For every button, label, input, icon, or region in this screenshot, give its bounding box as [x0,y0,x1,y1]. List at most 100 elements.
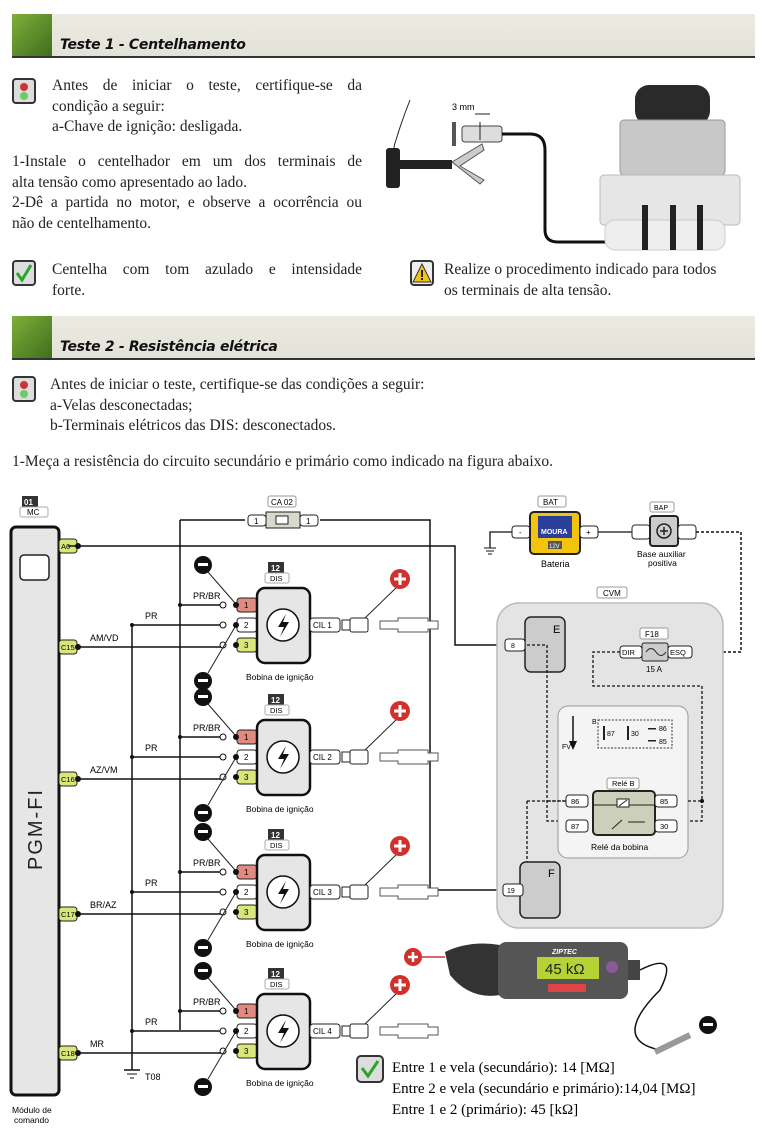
dis-code: DIS [270,841,283,850]
dis-num: 12 [271,696,280,705]
test-point [219,1027,227,1035]
line: a-Velas desconectadas; [50,396,193,414]
lightning-bolt [278,1020,289,1043]
line: b-Terminais elétricos das DIS: desconect… [50,417,337,434]
plug-connector [349,1023,369,1039]
coil-label: Bobina de ignição [246,804,314,814]
multimeter: ZIPTEC 45 kΩ [445,942,640,999]
battery-volt: 12V [549,544,560,550]
result-line: Entre 1 e vela (secundário): 14 [MΩ] [392,1060,615,1076]
wire-label: PR/BR [193,858,221,868]
result-line: Entre 2 e vela (secundário e primário):1… [392,1081,696,1097]
battery-code: BAT [543,498,558,507]
dis-code: DIS [270,574,283,583]
junction [178,735,182,739]
pin-dot [233,602,239,608]
relay-pin [654,819,678,833]
relay-pin [565,819,589,833]
wire-label: PR [145,1017,158,1027]
line: a-Chave de ignição: desligada. [52,118,243,135]
dis-num-badge [268,968,284,979]
coil-pin-label: 1 [244,1007,249,1016]
junction [130,623,134,627]
relay-pin [654,794,678,808]
coil-label: Bobina de ignição [246,672,314,682]
module-pin-label: C17 [61,910,75,919]
coil-pin-label: 2 [244,621,249,630]
probe-lead [207,977,236,1010]
test-point [219,733,227,741]
traffic-light-icon [12,376,36,402]
fuse-left: DIR [622,648,636,657]
module-code: MC [27,508,40,517]
connector-pin: 1 [254,517,259,526]
line: Realize o procedimento indicado para tod… [444,261,717,278]
probe-lead [207,571,236,604]
probe-lead [207,758,236,806]
line: condição a seguir: [52,97,165,115]
battery-brand: MOURA [541,529,567,536]
pin-dot [233,909,239,915]
dis-code: DIS [270,706,283,715]
fuse-rating: 15 A [646,665,663,674]
cvm-code: CVM [603,589,621,598]
module-caption: Módulo de [12,1105,52,1115]
junction [178,1009,182,1013]
test-point [219,1007,227,1015]
plus-sign [394,979,406,991]
cil-label: CIL 4 [313,1027,332,1036]
spark-tester-illustration: 3 mm [386,85,741,251]
module-pin-label: C16 [61,775,75,784]
legend-pin: 30 [631,731,639,738]
f-pin: 19 [507,888,515,895]
wire-label: AM/VD [90,633,119,643]
result-text: Centelha com tom azulado e intensidade f… [52,260,362,301]
cvm-f-label: F [548,868,555,880]
line: Antes de iniciar o teste, certifique-se … [50,376,425,393]
line: os terminais de alta tensão. [444,281,612,299]
minus-sign [198,695,208,698]
junction [178,870,182,874]
wire-label: PR/BR [193,723,221,733]
coil-pin-label: 3 [244,1047,249,1056]
probe-lead [207,703,236,736]
line: Antes de iniciar o teste, certifique-se … [52,77,362,94]
minus-sign [198,679,208,682]
spark-plug [379,617,439,633]
dis-code: DIS [270,980,283,989]
pin-dot [233,869,239,875]
spark-plug [379,884,439,900]
junction [178,603,182,607]
relay-b [592,790,656,836]
test-point [219,868,227,876]
bap-label: positiva [648,558,677,568]
control-module [9,525,61,1097]
spark-plug [379,1023,439,1039]
line: forte. [52,281,86,299]
coil-pin-label: 3 [244,908,249,917]
cil-output [309,749,341,765]
pin-dot [233,1008,239,1014]
probe-lead [207,1032,236,1080]
chip-icon [19,554,50,581]
module-name: PGM-FI [25,788,47,870]
wire-label: MR [90,1039,104,1049]
meter-brand: ZIPTEC [551,949,578,956]
precheck-text: Antes de iniciar o teste, certifique-se … [50,375,650,437]
minus-sign [198,830,208,833]
pin-dot [233,642,239,648]
coil-label: Bobina de ignição [246,939,314,949]
plug-connector [341,751,351,763]
fuse-right: ESQ [670,648,686,657]
plug-connector [341,619,351,631]
warning-icon [410,260,434,286]
ground-t08 [124,1069,140,1079]
line: 1-Instale o centelhador em um dos termin… [12,153,362,170]
module-code-badge [19,506,49,518]
plug-connector [349,884,369,900]
wire-label: PR [145,743,158,753]
wire-ca02 [180,519,505,891]
plug-connector [341,1025,351,1037]
